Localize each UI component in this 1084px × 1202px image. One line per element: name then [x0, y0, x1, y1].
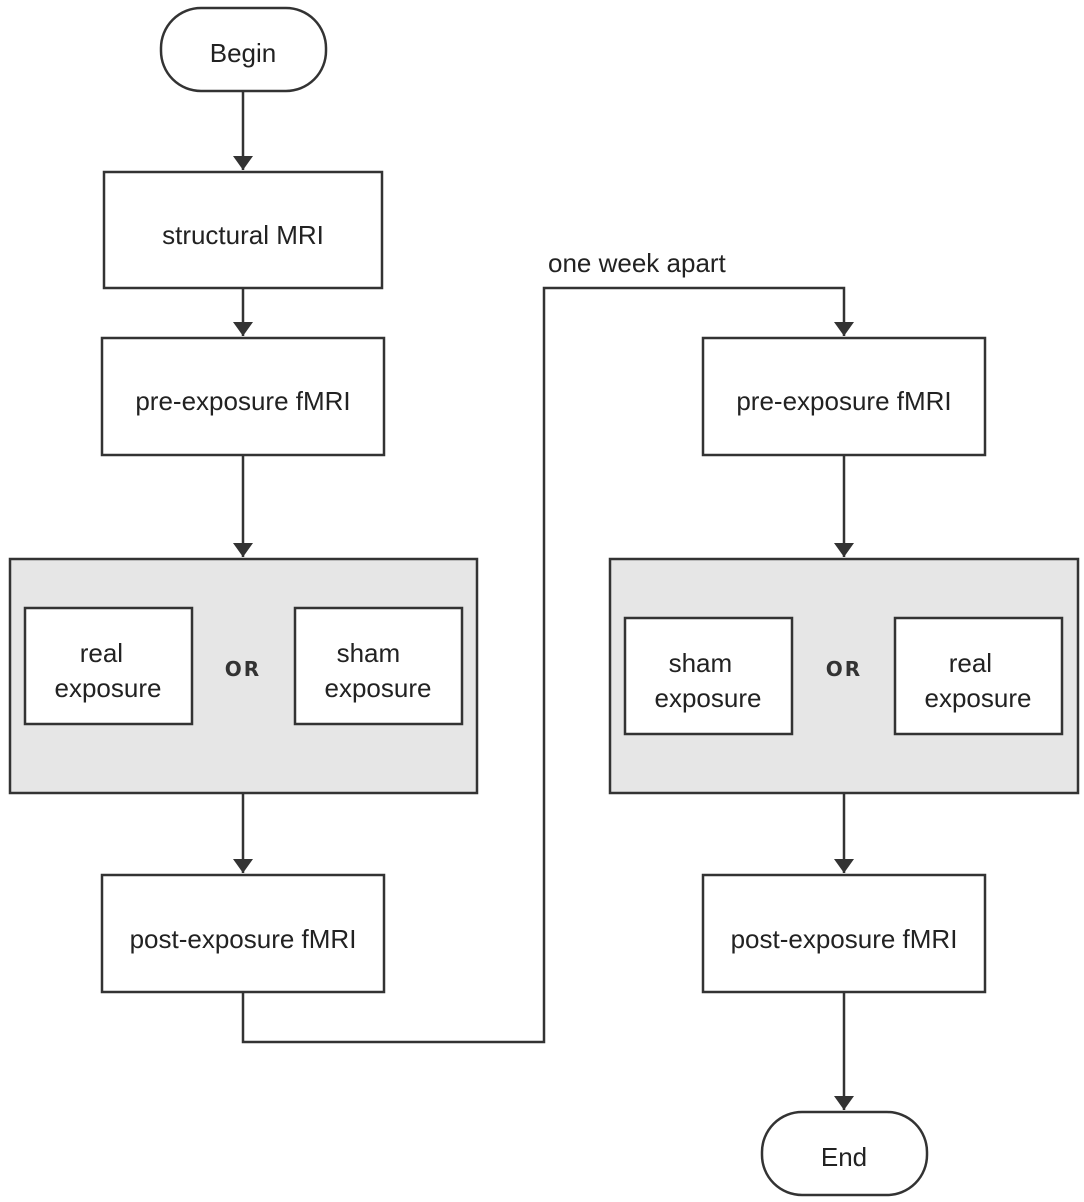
connector-one-week-apart — [241, 286, 854, 1044]
sham-exposure-box-right — [623, 616, 794, 736]
structural-mri-label: structural MRI — [162, 220, 324, 250]
pre-exposure-label-right: pre-exposure fMRI — [736, 386, 951, 416]
connector-label: one week apart — [548, 248, 727, 278]
exposure-choice-group-right: sham exposure OR real exposure — [608, 557, 1080, 795]
real-exposure-label-left: real exposure — [55, 638, 162, 703]
pre-exposure-step-right: pre-exposure fMRI — [701, 336, 987, 457]
post-exposure-label-right: post-exposure fMRI — [731, 924, 958, 954]
real-exposure-box-left — [23, 606, 194, 726]
post-exposure-step-left: post-exposure fMRI — [100, 873, 386, 994]
or-label-right: OR — [826, 657, 862, 681]
real-exposure-label-right: real exposure — [925, 648, 1032, 713]
sham-exposure-label-left: sham exposure — [325, 638, 432, 703]
sham-exposure-box-left — [293, 606, 464, 726]
or-label-left: OR — [225, 657, 261, 681]
sham-exposure-label-right: sham exposure — [655, 648, 762, 713]
real-exposure-box-right — [893, 616, 1064, 736]
post-exposure-label-left: post-exposure fMRI — [130, 924, 357, 954]
exposure-choice-group-left: real exposure OR sham exposure — [8, 557, 479, 795]
pre-exposure-step-left: pre-exposure fMRI — [100, 336, 386, 457]
connectors — [233, 92, 854, 1110]
post-exposure-step-right: post-exposure fMRI — [701, 873, 987, 994]
end-terminal: End — [760, 1110, 929, 1197]
end-label: End — [821, 1142, 867, 1172]
pre-exposure-label-left: pre-exposure fMRI — [135, 386, 350, 416]
structural-mri-step: structural MRI — [102, 170, 384, 290]
begin-label: Begin — [210, 38, 277, 68]
begin-terminal: Begin — [159, 6, 328, 93]
